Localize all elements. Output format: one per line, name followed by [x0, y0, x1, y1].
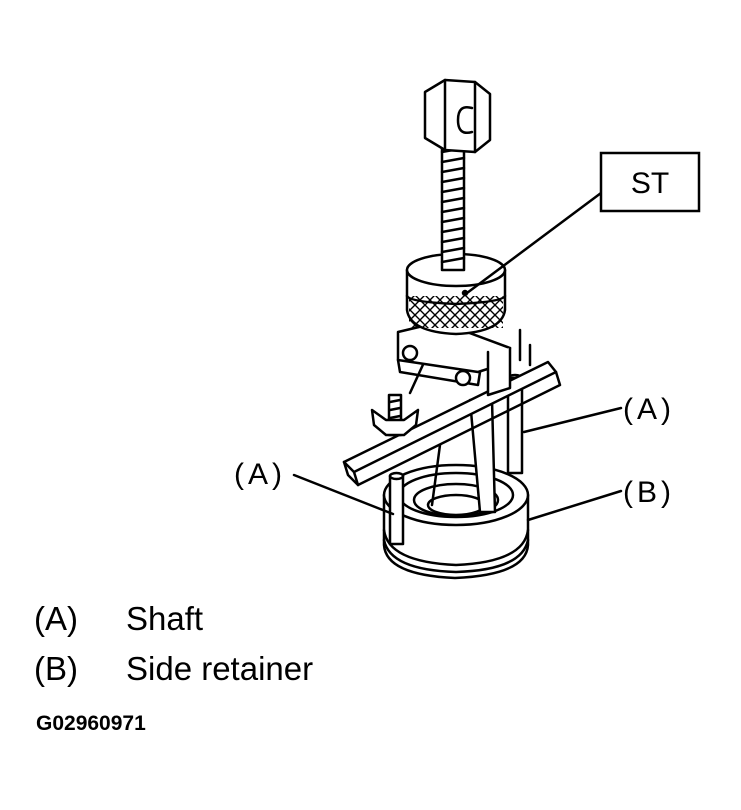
side-retainer	[382, 463, 530, 580]
leader-st	[465, 191, 603, 295]
center-rod	[408, 343, 497, 514]
legend-text-b: Side retainer	[126, 650, 314, 687]
st-label: ST	[631, 167, 669, 200]
leader-b-right	[526, 489, 623, 522]
puller-tool-diagram: ST (A) (B) (A)	[234, 78, 701, 580]
bridge-bracket	[396, 320, 532, 397]
hex-head	[423, 78, 492, 154]
shaft-left	[388, 471, 405, 546]
legend-text-a: Shaft	[126, 600, 204, 637]
threaded-screw	[440, 143, 466, 272]
st-label-box	[599, 151, 701, 213]
callout-a-right: (A)	[623, 393, 675, 426]
wing-nut	[370, 393, 420, 437]
leader-a-left	[292, 473, 395, 516]
callout-a-left: (A)	[234, 458, 286, 491]
legend-code-b: (B)	[34, 650, 78, 687]
knurled-collar	[405, 252, 507, 336]
figure-id: G02960971	[36, 712, 146, 735]
leader-a-right	[522, 406, 623, 434]
callout-b-right: (B)	[623, 476, 675, 509]
legend-code-a: (A)	[34, 600, 78, 637]
